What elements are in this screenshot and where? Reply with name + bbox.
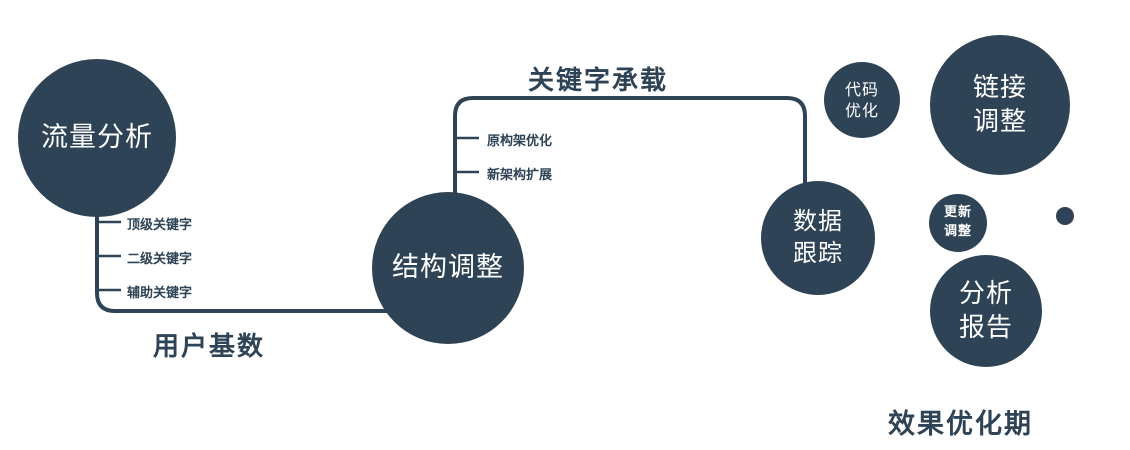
node-analysis-report-line1: 分析 (958, 278, 1013, 309)
tick-label-original-architecture: 原构架优化 (487, 134, 553, 149)
node-analysis-report-line2: 报告 (958, 313, 1013, 343)
node-code-optimization-line2: 优化 (844, 101, 879, 120)
node-analysis-report: 分析 报告 (930, 255, 1042, 367)
footer-label-effect-optimization: 效果优化期 (888, 409, 1033, 440)
node-update-adjustment: 更新 调整 (929, 194, 987, 252)
node-structure-adjustment-label: 结构调整 (392, 252, 504, 284)
small-dot-marker (1056, 207, 1074, 225)
node-data-tracking-line1: 数据 (793, 207, 843, 236)
node-link-adjustment-line2: 调整 (972, 107, 1027, 137)
edge-label-keyword-carry: 关键字承载 (528, 66, 669, 96)
node-data-tracking: 数据 跟踪 (761, 181, 875, 295)
tick-label-top-keywords: 顶级关键字 (127, 218, 193, 233)
tick-label-second-keywords: 二级关键字 (127, 252, 193, 267)
node-link-adjustment: 链接 调整 (930, 35, 1070, 175)
edge-traffic-to-structure (95, 185, 400, 313)
edge-label-user-base: 用户基数 (153, 332, 266, 362)
node-structure-adjustment: 结构调整 (372, 192, 524, 344)
node-code-optimization-line1: 代码 (844, 79, 879, 99)
node-traffic-analysis-label: 流量分析 (41, 122, 153, 154)
tick-label-auxiliary-keywords: 辅助关键字 (127, 286, 193, 301)
tick-label-new-architecture: 新架构扩展 (487, 168, 553, 183)
node-traffic-analysis: 流量分析 (18, 59, 176, 217)
node-update-adjustment-line1: 更新 (943, 205, 972, 221)
node-data-tracking-line2: 跟踪 (793, 239, 843, 267)
node-update-adjustment-line2: 调整 (943, 224, 972, 239)
node-code-optimization: 代码 优化 (824, 62, 900, 138)
edge-structure-to-tracking (453, 96, 807, 210)
node-link-adjustment-line1: 链接 (972, 72, 1027, 103)
